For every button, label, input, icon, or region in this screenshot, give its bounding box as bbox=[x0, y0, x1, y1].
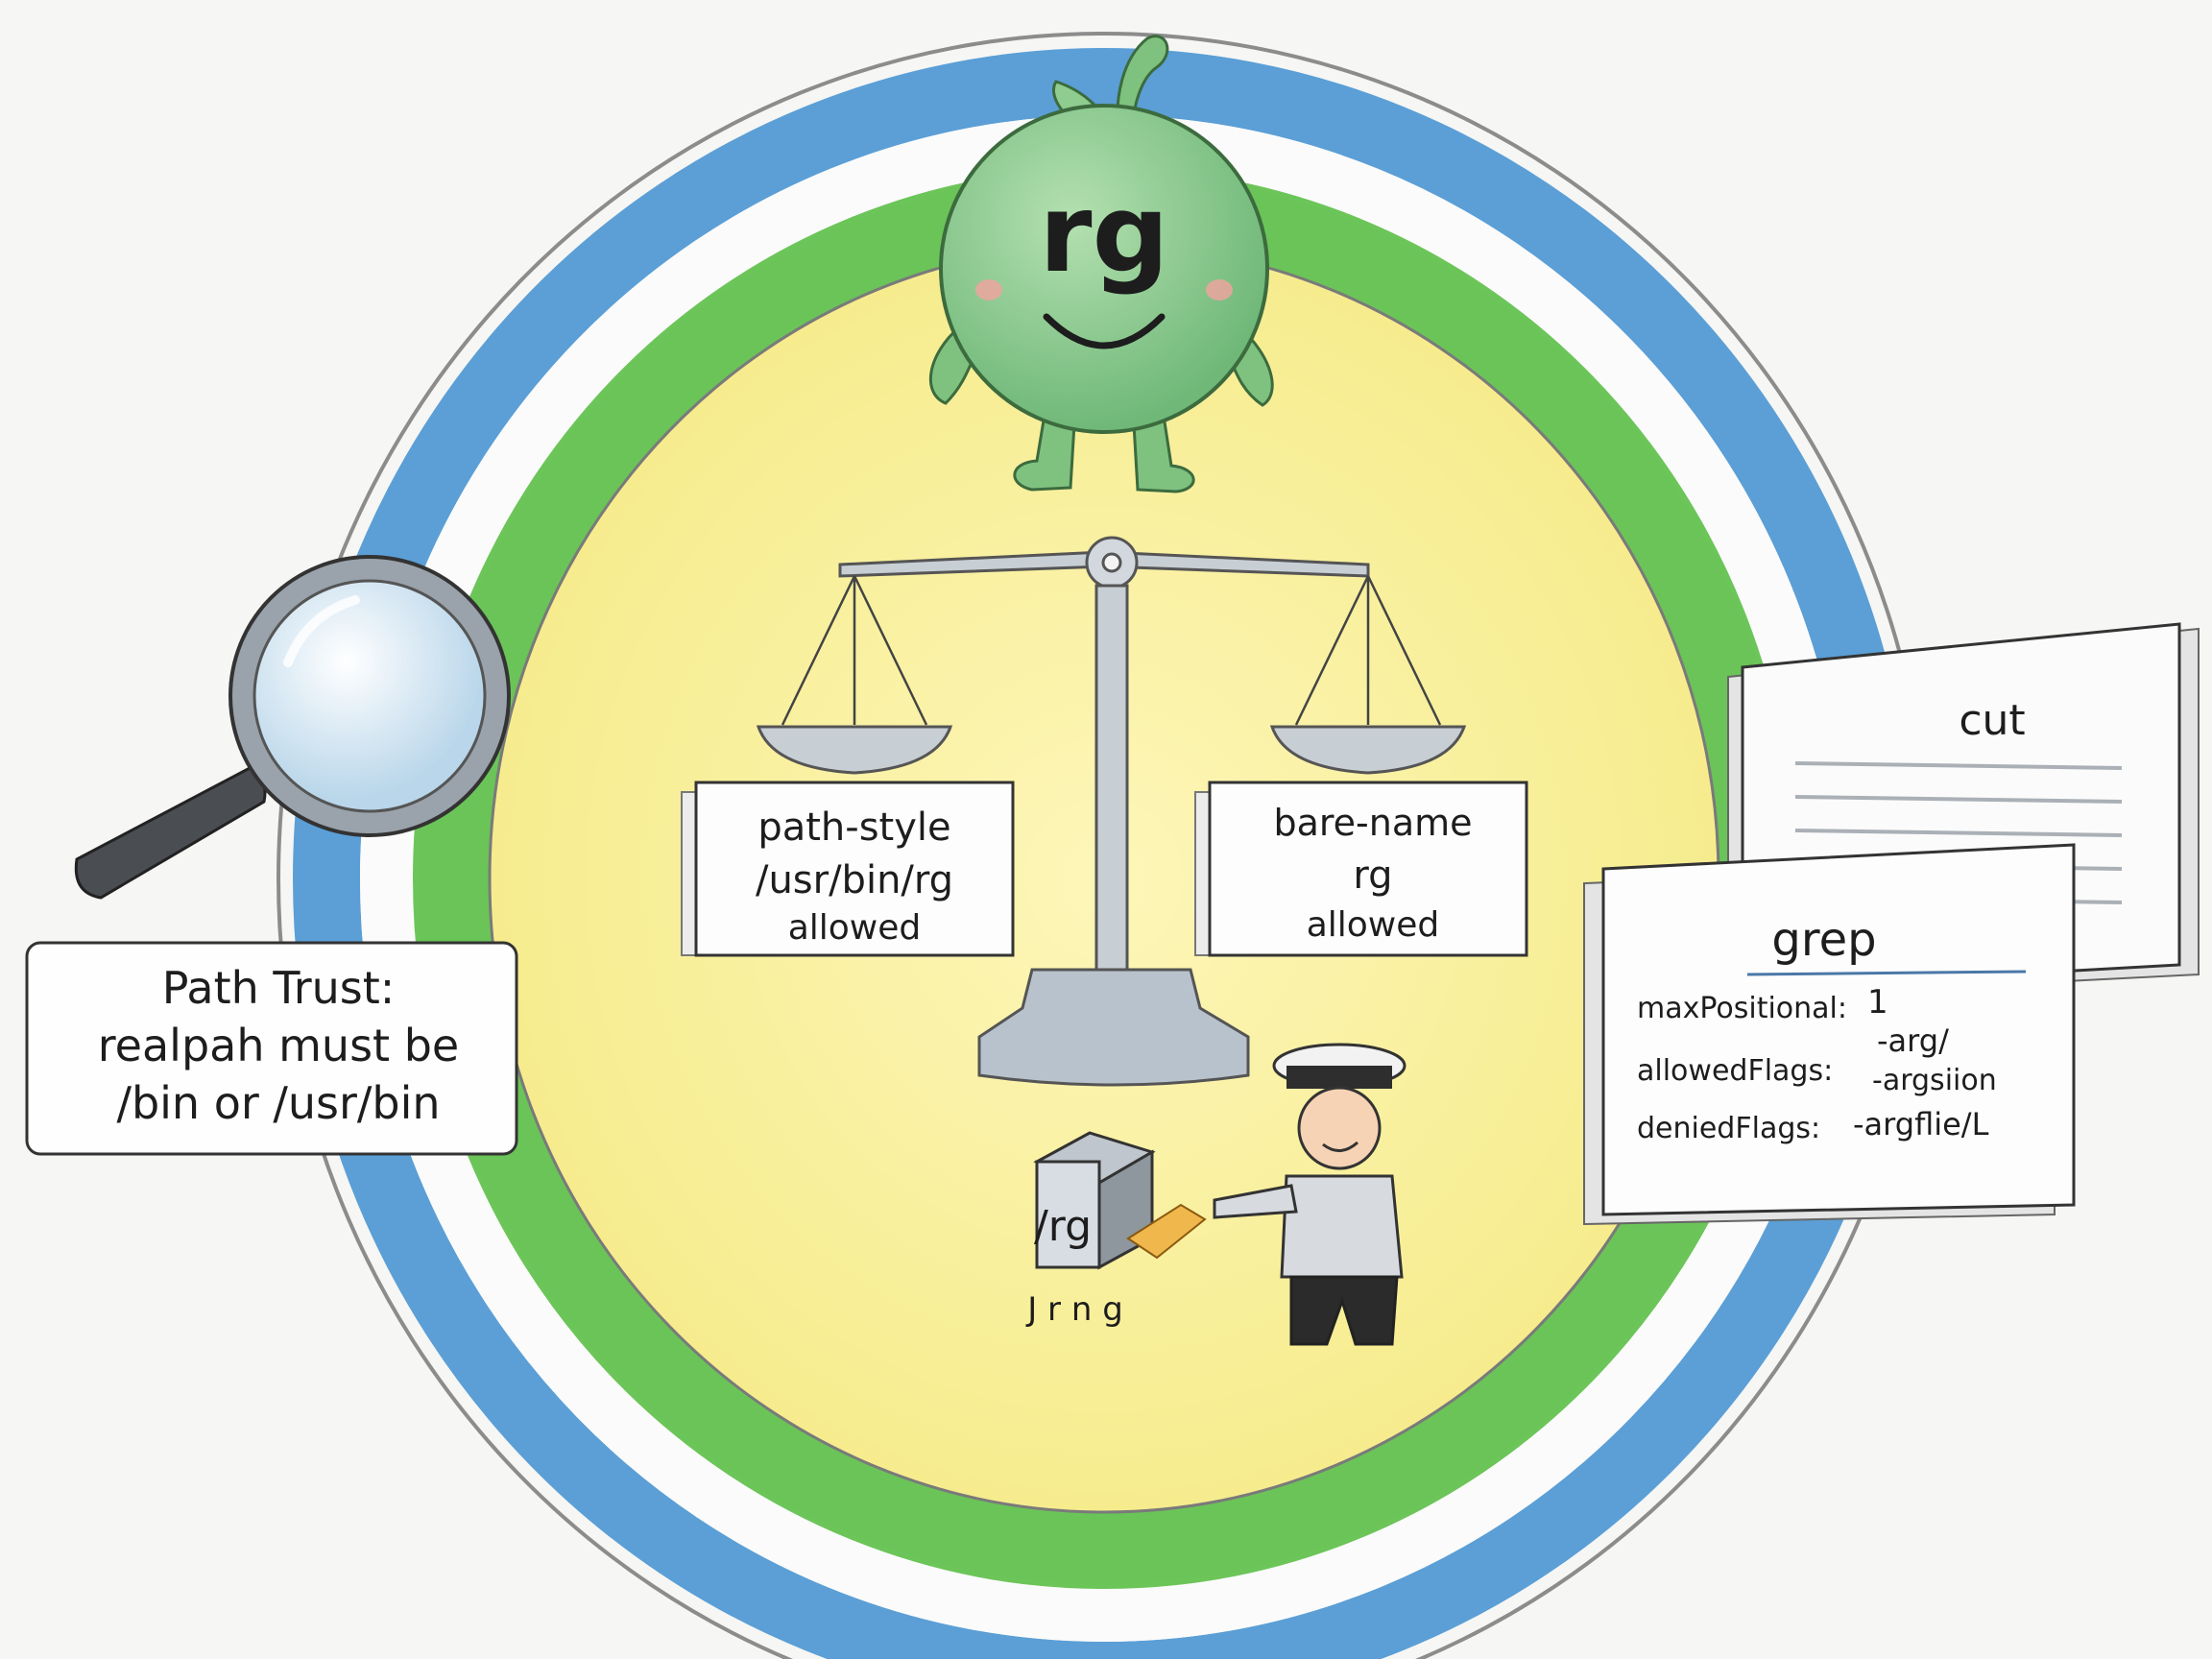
mascot-label: rg bbox=[1039, 172, 1168, 297]
path-trust-note: Path Trust: realpah must be /bin or /usr… bbox=[25, 941, 518, 1156]
grep-book: grep maxPositional: 1 allowedFlags: -arg… bbox=[1583, 843, 2076, 1226]
right-pan-chains bbox=[1294, 575, 1442, 726]
mascot-left-cheek bbox=[975, 279, 1002, 301]
magnifier-glint bbox=[283, 595, 360, 667]
path-style-card-line3: allowed bbox=[788, 908, 922, 948]
magnifying-glass-icon bbox=[74, 555, 511, 900]
bare-name-card-line2: rg bbox=[1353, 854, 1392, 898]
inspector-trousers bbox=[1289, 1275, 1399, 1346]
balance-scale bbox=[756, 536, 1467, 1087]
bare-name-card-line3: allowed bbox=[1307, 905, 1440, 945]
grep-row-max-positional-value: 1 bbox=[1867, 983, 1888, 1022]
left-pan-chains bbox=[781, 575, 928, 726]
cut-book-text-lines bbox=[1794, 761, 2123, 904]
path-style-card-line2: /usr/bin/rg bbox=[756, 858, 953, 902]
inspector-cap-band bbox=[1286, 1066, 1392, 1089]
grep-row-denied-flags-key: deniedFlags: bbox=[1637, 1112, 1820, 1145]
mascot-smile bbox=[1043, 313, 1166, 349]
bare-name-card-line1: bare-name bbox=[1273, 802, 1472, 844]
scale-base bbox=[977, 968, 1250, 1087]
bare-name-card-face bbox=[1208, 781, 1528, 957]
left-pan-dish bbox=[756, 725, 953, 775]
right-pan bbox=[1269, 575, 1467, 775]
right-pan-dish bbox=[1269, 725, 1467, 775]
inspector-pointing-arm bbox=[1213, 1184, 1298, 1219]
grep-row-allowed-flags-key: allowedFlags: bbox=[1637, 1054, 1833, 1088]
grep-book-underline bbox=[1746, 970, 2027, 976]
path-trust-line1: Path Trust: bbox=[162, 962, 396, 1014]
path-trust-note-box bbox=[25, 941, 518, 1156]
path-trust-line2: realpah must be bbox=[98, 1020, 459, 1071]
path-trust-line3: /bin or /usr/bin bbox=[116, 1077, 440, 1129]
scale-pivot-hole bbox=[1101, 552, 1122, 573]
left-pan bbox=[756, 575, 953, 775]
grep-book-title: grep bbox=[1771, 913, 1876, 967]
rg-mascot: rg bbox=[929, 35, 1274, 493]
grep-row-allowed-flags-value2: -argsiion bbox=[1872, 1064, 1997, 1097]
inspector-shirt bbox=[1280, 1174, 1404, 1279]
grep-row-max-positional-key: maxPositional: bbox=[1637, 992, 1847, 1025]
bare-name-card: bare-name rg allowed bbox=[1194, 781, 1528, 957]
rg-box-tag-icon bbox=[1126, 1203, 1207, 1260]
path-style-card-line1: path-style bbox=[757, 805, 950, 850]
inspector-figure-icon bbox=[1213, 1043, 1407, 1346]
cut-book-title: cut bbox=[1959, 696, 2025, 745]
path-style-card-face bbox=[694, 781, 1015, 957]
grep-book-page bbox=[1601, 843, 2076, 1216]
rg-box-label: /rg bbox=[1034, 1202, 1092, 1251]
grep-row-allowed-flags-value: -arg/ bbox=[1877, 1022, 1949, 1059]
mascot-right-cheek bbox=[1206, 279, 1233, 301]
rg-box-front bbox=[1035, 1160, 1101, 1269]
magnifier-handle bbox=[74, 766, 267, 900]
inspector-head bbox=[1297, 1086, 1382, 1170]
mascot-body bbox=[939, 104, 1269, 434]
grep-row-denied-flags-value: -argflie/L bbox=[1853, 1106, 1989, 1142]
scale-column bbox=[1094, 584, 1129, 972]
inspector-smile bbox=[1322, 1141, 1358, 1152]
path-style-card: path-style /usr/bin/rg allowed bbox=[681, 781, 1015, 957]
rg-box: /rg J r n g bbox=[1025, 1131, 1207, 1329]
rg-box-under-label: J r n g bbox=[1025, 1290, 1123, 1329]
magnifier-lens bbox=[252, 579, 487, 813]
